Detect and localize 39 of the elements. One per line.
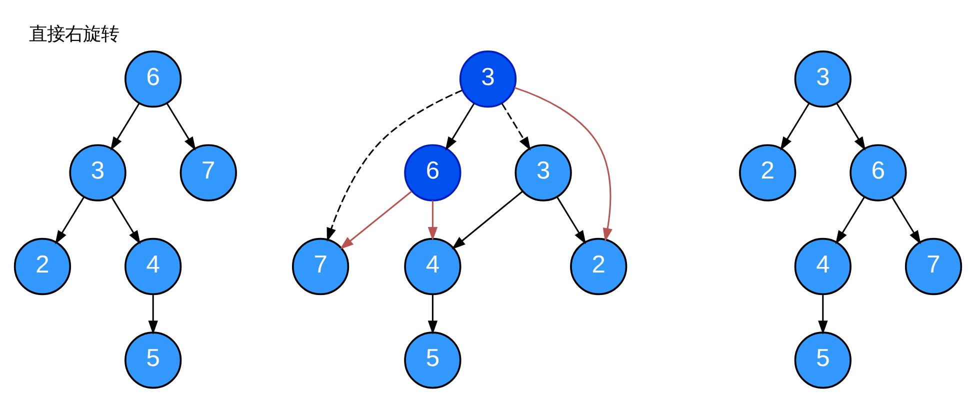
arrow bbox=[166, 103, 196, 151]
arrow bbox=[110, 103, 140, 151]
arrow bbox=[836, 103, 866, 151]
arrow bbox=[445, 103, 475, 151]
arrow bbox=[835, 196, 865, 244]
node-circle: 3 bbox=[514, 144, 572, 202]
node-circle: 4 bbox=[794, 238, 852, 296]
node-circle: 6 bbox=[124, 50, 182, 108]
arrow bbox=[326, 90, 463, 242]
node-circle: 3 bbox=[69, 144, 126, 202]
node-circle: 3 bbox=[459, 50, 517, 108]
node-circle: 3 bbox=[794, 50, 852, 108]
node-circle: 2 bbox=[570, 238, 628, 296]
diagram-title: 直接右旋转 bbox=[28, 23, 119, 44]
node-circle: 4 bbox=[404, 238, 462, 296]
node-circle: 5 bbox=[124, 332, 182, 389]
arrow bbox=[55, 196, 84, 244]
arrow bbox=[780, 103, 810, 151]
node-circle: 2 bbox=[14, 238, 72, 296]
node-circle: 7 bbox=[904, 238, 962, 296]
arrow bbox=[428, 200, 438, 241]
node-circle: 6 bbox=[850, 144, 907, 202]
arrow bbox=[514, 86, 612, 242]
arrow bbox=[818, 294, 828, 335]
node-circle: 2 bbox=[739, 144, 796, 202]
node-circle: 7 bbox=[180, 144, 237, 202]
arrow bbox=[892, 196, 921, 244]
node-circle: 6 bbox=[404, 144, 462, 202]
arrow bbox=[428, 294, 438, 335]
arrow bbox=[501, 103, 531, 151]
node-circle: 5 bbox=[794, 332, 852, 389]
node-circle: 4 bbox=[124, 238, 182, 296]
node-circle: 7 bbox=[292, 238, 350, 296]
arrow bbox=[148, 294, 158, 335]
arrow bbox=[556, 196, 586, 244]
arrow bbox=[452, 190, 523, 250]
arrow bbox=[340, 190, 412, 250]
arrow bbox=[111, 196, 141, 244]
node-circle: 5 bbox=[404, 332, 462, 389]
